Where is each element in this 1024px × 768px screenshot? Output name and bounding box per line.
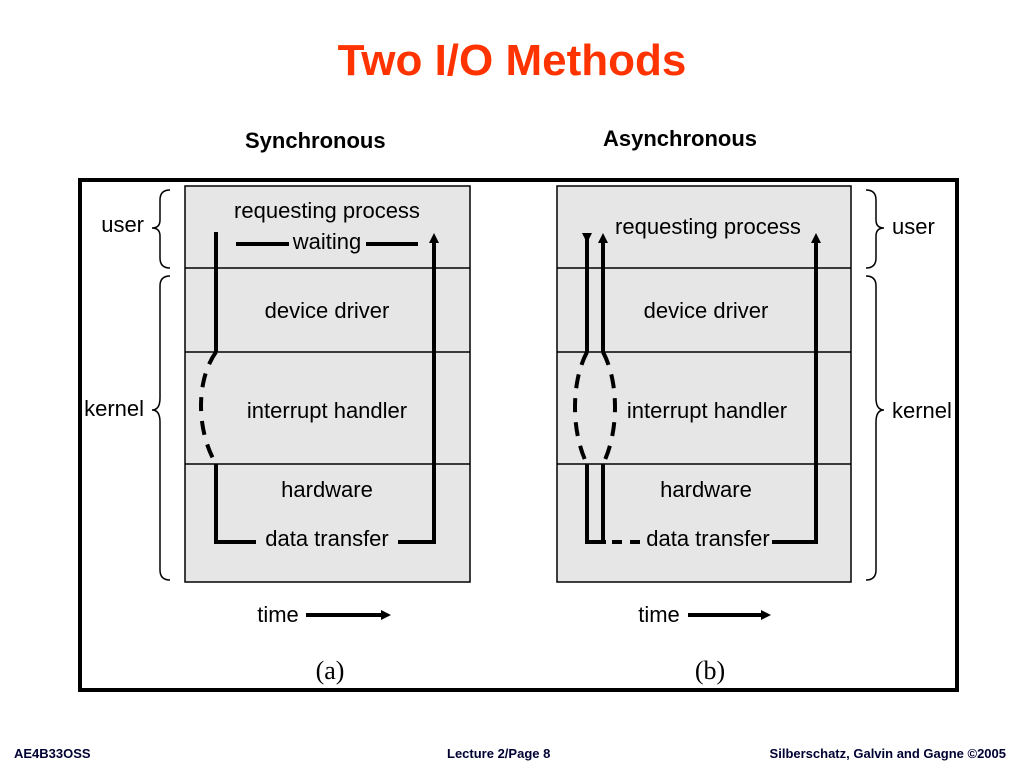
sync-flow-bottom-left — [214, 464, 256, 544]
sync-kernel-label: kernel — [84, 396, 144, 421]
sync-user-label: user — [101, 212, 144, 237]
async-interrupt-handler-label: interrupt handler — [627, 398, 787, 423]
async-requesting-process-label: requesting process — [615, 214, 801, 239]
async-sub-label: (b) — [695, 656, 725, 685]
asynchronous-heading: Asynchronous — [603, 126, 758, 151]
sync-device-driver-label: device driver — [265, 298, 390, 323]
async-interrupt-dashed-left — [573, 351, 589, 465]
async-data-transfer-label: data transfer — [646, 526, 770, 551]
sync-requesting-process-label: requesting process — [234, 198, 420, 223]
sync-user-brace — [151, 189, 171, 269]
async-flow-bottom-left — [585, 464, 606, 544]
sync-interrupt-dashed-path — [199, 350, 218, 466]
async-panel — [556, 185, 852, 583]
async-hardware-label: hardware — [660, 477, 752, 502]
async-user-brace — [865, 189, 885, 269]
async-user-label: user — [892, 214, 935, 239]
footer-page-number: Lecture 2/Page 8 — [447, 746, 551, 761]
sync-flow-return-arrow — [398, 233, 439, 544]
sync-panel — [184, 185, 471, 583]
asynchronous-diagram: requesting process device driver interru… — [556, 185, 952, 685]
async-kernel-brace — [865, 275, 885, 581]
async-time-label: time — [638, 602, 680, 627]
sync-data-transfer-label: data transfer — [265, 526, 389, 551]
slide-title: Two I/O Methods — [337, 36, 687, 85]
sync-time-label: time — [257, 602, 299, 627]
sync-interrupt-handler-label: interrupt handler — [247, 398, 407, 423]
async-kernel-label: kernel — [892, 398, 952, 423]
footer-copyright: Silberschatz, Galvin and Gagne ©2005 — [769, 746, 1006, 761]
async-interrupt-dashed-right — [601, 351, 617, 465]
sync-kernel-brace — [151, 275, 171, 581]
sync-waiting-label: waiting — [292, 229, 361, 254]
async-device-driver-label: device driver — [644, 298, 769, 323]
synchronous-diagram: requesting process waiting device driver… — [84, 185, 471, 685]
async-flow-return-arrow — [772, 233, 821, 544]
synchronous-heading: Synchronous — [245, 128, 386, 153]
sync-sub-label: (a) — [316, 656, 345, 685]
sync-hardware-label: hardware — [281, 477, 373, 502]
footer-course-code: AE4B33OSS — [14, 746, 91, 761]
